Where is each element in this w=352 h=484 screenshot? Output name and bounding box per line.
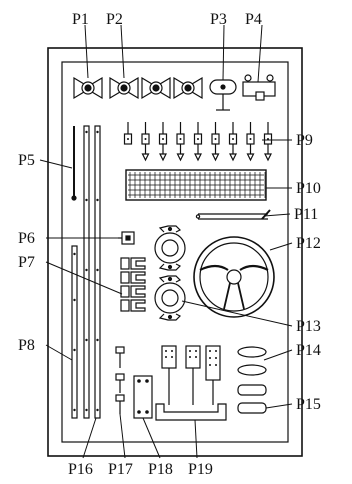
pin: [176, 122, 185, 162]
wing-nut: [73, 76, 103, 100]
pin: [193, 122, 203, 162]
pin: [211, 122, 220, 162]
label-p18: P18: [148, 461, 173, 478]
p8-rail: [71, 245, 78, 419]
p15-blocks: [237, 384, 267, 414]
label-p17: P17: [108, 461, 133, 478]
pin: [158, 122, 168, 162]
label-p19: P19: [188, 461, 213, 478]
label-p1: P1: [72, 11, 89, 28]
p19-pedals: [155, 345, 227, 421]
p16-rails: [83, 125, 101, 419]
pin: [263, 122, 273, 162]
round-plate: [154, 225, 186, 271]
pin: [123, 122, 133, 145]
p17-bolts: [115, 346, 125, 414]
label-p11: P11: [294, 206, 318, 223]
p4-part: [242, 74, 276, 101]
label-p13: P13: [296, 318, 321, 335]
panel-frame: [47, 47, 303, 457]
label-p7: P7: [18, 254, 35, 271]
label-p10: P10: [296, 180, 321, 197]
wing-nut: [173, 76, 203, 100]
slotted-part: [120, 271, 146, 284]
pin: [141, 122, 150, 162]
p3-part: [209, 79, 237, 111]
slotted-part: [120, 257, 146, 270]
label-p16: P16: [68, 461, 93, 478]
wing-nut: [141, 76, 171, 100]
p10-mesh: [125, 169, 267, 201]
label-p12: P12: [296, 235, 321, 252]
label-p4: P4: [245, 11, 262, 28]
part-labels: P1 P2 P3 P4 P5 P6 P7 P8 P9 P10 P11 P12 P…: [18, 11, 321, 478]
label-p8: P8: [18, 337, 35, 354]
p13-plates: [154, 225, 186, 321]
wing-nuts: [73, 76, 203, 100]
p5-rod: [71, 126, 77, 201]
round-plate: [154, 275, 186, 321]
p7-slotted-parts: [120, 257, 146, 312]
slotted-part: [120, 299, 146, 312]
leader-lines: [39, 24, 293, 459]
label-p14: P14: [296, 342, 321, 359]
pin: [246, 122, 255, 162]
p11-rods: [195, 209, 271, 220]
label-p3: P3: [210, 11, 227, 28]
p12-steering-wheel: [193, 236, 275, 318]
label-p15: P15: [296, 396, 321, 413]
p9-pins: [123, 122, 273, 162]
p6-bracket: [118, 231, 135, 245]
label-p5: P5: [18, 152, 35, 169]
label-p2: P2: [106, 11, 123, 28]
p14-rings: [237, 346, 267, 376]
slotted-part: [120, 285, 146, 298]
label-p6: P6: [18, 230, 35, 247]
wing-nut: [109, 76, 139, 100]
pin: [228, 122, 238, 162]
p18-plate: [133, 375, 153, 419]
label-p9: P9: [296, 132, 313, 149]
rail-holes: [85, 130, 99, 412]
